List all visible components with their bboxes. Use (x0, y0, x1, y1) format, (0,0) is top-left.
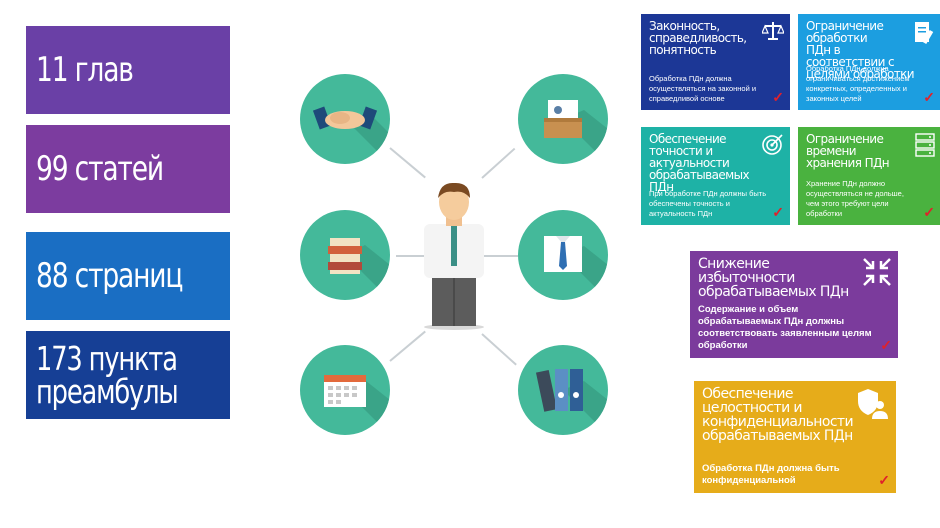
stat-articles-text: 99 статей (36, 149, 164, 189)
check-icon: ✓ (880, 337, 892, 353)
card-desc: Обработка ПДн должна осуществляться на з… (649, 74, 757, 103)
server-icon (915, 133, 935, 157)
compress-arrows-icon (863, 258, 891, 286)
connector-line (481, 333, 517, 366)
shirt-tie-icon (544, 236, 608, 300)
connector-line (389, 330, 426, 362)
connector-line (481, 147, 516, 179)
check-icon: ✓ (772, 89, 784, 105)
stat-chapters: 11 глав (26, 26, 230, 114)
card-integrity-confidentiality: Обеспечение целостности и конфиденциальн… (694, 381, 896, 493)
circle-calendar (300, 345, 390, 435)
stat-preamble: 173 пункта преамбулы (26, 331, 230, 419)
card-title: Обеспечение точности и актуальности обра… (649, 132, 750, 194)
stat-preamble-text: 173 пункта преамбулы (36, 339, 179, 411)
card-data-minimization: Снижение избыточности обрабатываемых ПДн… (690, 251, 898, 358)
calendar-icon (324, 375, 390, 435)
circle-binders (518, 345, 608, 435)
card-lawfulness: Законность, справедливость, понятность О… (641, 14, 790, 110)
card-storage-limitation: Ограничение времени хранения ПДн Хранени… (798, 127, 940, 225)
card-title: Ограничение обработки ПДн в соответствии… (806, 19, 915, 81)
card-desc: Содержание и объем обрабатываемых ПДн до… (698, 304, 872, 351)
circle-id-card (518, 74, 608, 164)
stat-chapters-text: 11 глав (36, 50, 134, 90)
card-desc: Обработка ПДн должна ограничиваться дост… (806, 64, 910, 103)
card-title: Снижение избыточности обрабатываемых ПДн (698, 256, 849, 300)
check-icon: ✓ (923, 204, 935, 220)
circle-shirt (518, 210, 608, 300)
card-title: Законность, справедливость, понятность (649, 19, 747, 57)
check-icon: ✓ (772, 204, 784, 220)
stat-articles: 99 статей (26, 125, 230, 213)
document-pen-icon (915, 22, 934, 45)
connector-line (389, 147, 426, 179)
check-icon: ✓ (923, 89, 935, 105)
books-icon (328, 238, 390, 300)
scales-icon (762, 22, 784, 40)
card-title: Обеспечение целостности и конфиденциальн… (702, 386, 854, 444)
handshake-icon (312, 106, 390, 164)
card-desc: Обработка ПДн должна быть конфиденциальн… (702, 463, 840, 486)
card-title: Ограничение времени хранения ПДн (806, 132, 890, 170)
card-desc: При обработке ПДн должны быть обеспечены… (649, 189, 767, 218)
stat-pages: 88 страниц (26, 232, 230, 320)
circle-books (300, 210, 390, 300)
connector-line (484, 255, 518, 257)
circle-handshake (300, 74, 390, 164)
card-accuracy: Обеспечение точности и актуальности обра… (641, 127, 790, 225)
id-card-icon (544, 100, 608, 164)
person-icon (424, 182, 484, 330)
connector-line (396, 255, 432, 257)
shield-user-icon (858, 389, 888, 419)
target-icon (762, 134, 783, 155)
binders-icon (535, 369, 608, 435)
check-icon: ✓ (878, 472, 890, 488)
stat-pages-text: 88 страниц (36, 256, 183, 296)
card-desc: Хранение ПДн должно осуществляться не до… (806, 179, 904, 218)
card-purpose-limitation: Ограничение обработки ПДн в соответствии… (798, 14, 940, 110)
